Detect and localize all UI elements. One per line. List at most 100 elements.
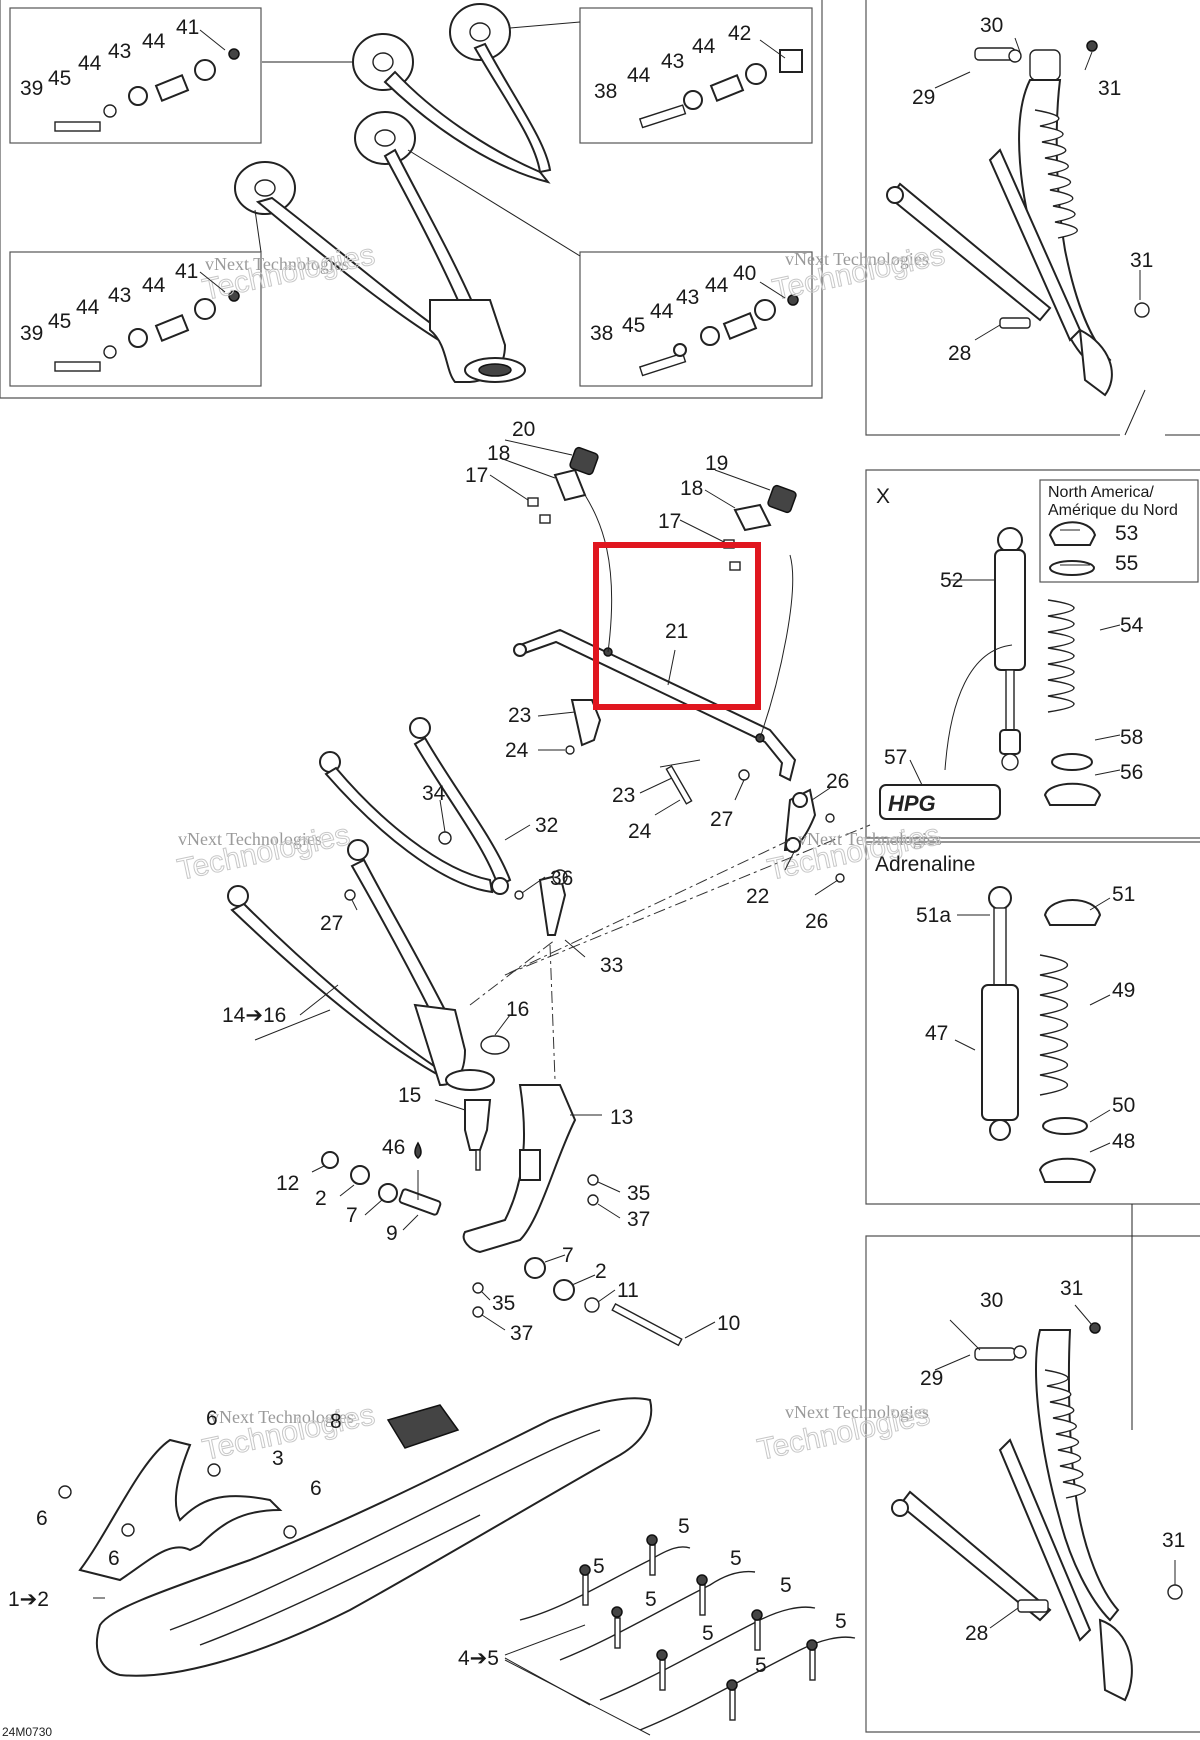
part-label: 28 [965,1622,988,1645]
part-label: 6 [36,1507,48,1530]
part-label: 31 [1098,77,1121,100]
watermark-text: vNext Technologies [178,829,322,849]
part-label: 44 [142,30,166,53]
part-label: 5 [730,1547,742,1570]
part-label: 41 [176,16,199,39]
part-label: 49 [1112,979,1135,1002]
part-label: 50 [1112,1094,1135,1117]
part-label: 44 [650,300,674,323]
watermark-text: vNext Technologies [785,249,929,269]
part-label: 44 [627,64,651,87]
part-label: 2 [595,1260,607,1283]
upper-right-shock-drawing [886,40,1150,397]
part-label: 19 [705,452,728,475]
part-label: 3 [272,1447,284,1470]
part-label: 6 [108,1547,120,1570]
part-label: 11 [617,1279,639,1302]
part-label: 38 [594,80,617,103]
part-label: 55 [1115,552,1138,575]
part-label: 5 [780,1574,792,1597]
part-label: 51 [1112,883,1135,906]
leader-lines [93,29,1176,1736]
part-label: 39 [20,322,43,345]
part-label: 36 [550,867,573,890]
part-label: 12 [276,1172,299,1195]
part-label: 32 [535,814,558,837]
watermark-text: vNext Technologies [205,254,349,274]
part-label: 28 [948,342,971,365]
part-label: 43 [676,286,699,309]
watermark-text: Technologies [200,238,378,307]
part-label: 31 [1162,1529,1185,1552]
part-label: 27 [710,808,733,831]
part-label: 51a [916,904,951,927]
adrenaline-drawing [981,886,1102,1183]
part-label: 45 [48,310,71,333]
part-label: 46 [382,1136,405,1159]
part-label: 53 [1115,522,1138,545]
part-label: 26 [826,770,849,793]
part-label: 44 [78,52,102,75]
part-label: 6 [310,1477,322,1500]
part-label: 14➔16 [222,1004,286,1027]
watermark-text: vNext Technologies [785,1402,929,1422]
part-label: 5 [702,1622,714,1645]
part-label: 2 [315,1187,327,1210]
ski-drawing [58,1397,653,1677]
part-label: 8 [330,1410,342,1433]
part-label: 44 [705,274,729,297]
watermark-text: vNext Technologies [210,1407,354,1427]
kit-region-line2: Amérique du Nord [1048,502,1178,519]
adrenaline-label: Adrenaline [875,853,975,876]
part-label: 48 [1112,1130,1135,1153]
part-label: 10 [717,1312,740,1335]
part-label: 45 [48,67,71,90]
part-label: 43 [108,284,131,307]
part-label: 54 [1120,614,1144,637]
bushing-hardware-upper-right [638,49,803,377]
part-label: 15 [398,1084,421,1107]
part-label: 5 [835,1610,847,1633]
carbide-runners-drawing [519,1534,856,1731]
part-number-labels: 39 45 44 43 44 41 38 44 43 44 42 39 45 4… [8,14,1185,1677]
part-label: 26 [805,910,828,933]
kit-x-drawing [879,521,1102,820]
part-label: 33 [600,954,623,977]
part-label: 7 [346,1204,358,1227]
part-label: 4➔5 [458,1647,499,1670]
part-label: 42 [728,22,751,45]
part-label: 44 [142,274,166,297]
bushing-hardware-upper-left [54,48,240,372]
part-label: 57 [884,746,907,769]
part-label: 35 [492,1292,515,1315]
watermark-text: vNext Technologies [798,829,942,849]
part-label: 5 [678,1515,690,1538]
lower-a-arm-drawing [227,717,871,1254]
part-label: 43 [108,40,131,63]
part-label: 17 [465,464,488,487]
part-label: 7 [562,1244,574,1267]
spindle-hardware [321,1141,683,1347]
upper-a-arm-drawing [234,3,581,383]
part-label: 5 [645,1588,657,1611]
part-label: 52 [940,569,963,592]
part-label: 21 [665,620,688,643]
part-label: 45 [622,314,645,337]
part-label: 31 [1130,249,1153,272]
part-label: 44 [76,296,100,319]
part-label: 56 [1120,761,1143,784]
part-label: 43 [661,50,684,73]
part-label: 29 [912,86,935,109]
kit-region-line1: North America/ [1048,484,1154,501]
kit-x-letter: X [876,485,890,508]
part-label: 23 [508,704,531,727]
part-label: 5 [593,1555,605,1578]
part-label: 24 [628,820,652,843]
part-label: 58 [1120,726,1143,749]
part-label: 18 [680,477,703,500]
part-label: 23 [612,784,635,807]
lower-right-shock-drawing [891,1322,1183,1702]
part-label: 35 [627,1182,650,1205]
